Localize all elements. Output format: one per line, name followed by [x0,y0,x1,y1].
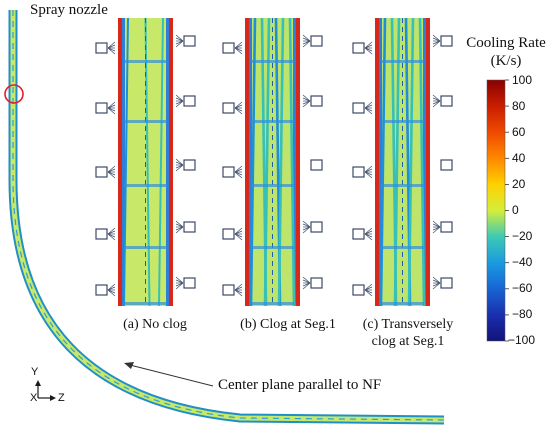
caption-panel-b: (b) Clog at Seg.1 [228,316,348,333]
center-plane-arrow [124,362,214,387]
center-plane-label: Center plane parallel to NF [218,377,382,393]
spray-nozzle-icon [95,165,116,179]
colorbar-tick-20: 20 [512,177,526,191]
spray-nozzle-icon [432,94,453,108]
spray-nozzle-icon [222,41,243,55]
spray-nozzle-icon [175,34,196,48]
colorbar-tick-100: 100 [512,73,533,87]
spray-nozzle-icon [222,101,243,115]
spray-nozzle-icon [432,276,453,290]
spray-nozzle-icon [352,227,373,241]
spray-nozzle-icon [95,101,116,115]
coordinate-axes [35,380,56,401]
spray-nozzle-icon [440,159,453,171]
colorbar-title-line1: Cooling Rate [466,35,546,51]
colorbar-title-line2: (K/s) [490,53,522,69]
spray-nozzle-icon [302,94,323,108]
caption-panel-c: (c) Transversely clog at Seg.1 [348,316,468,350]
spray-nozzle-icon [310,159,323,171]
spray-nozzle-icon [352,41,373,55]
zoom-marker-circle [4,84,24,104]
colorbar-bar [486,79,506,342]
colorbar-tick-minus40: −40 [512,255,533,269]
colorbar-tick-minus100: −100 [508,333,536,347]
caption-b-line1: (b) Clog at Seg.1 [240,317,336,332]
axis-y-label: Y [31,366,39,378]
spray-nozzle-icon [302,34,323,48]
caption-c-line2: clog at Seg.1 [371,334,445,349]
caption-panel-a: (a) No clog [100,316,210,333]
panel-strips [95,17,453,307]
colorbar-title: Cooling Rate (K/s) [462,34,550,70]
spray-nozzle-icon [432,220,453,234]
strand-panel-c [352,17,453,307]
spray-nozzle-icon [222,283,243,297]
colorbar-tick-marks [505,79,509,342]
spray-nozzle-icon [95,227,116,241]
colorbar-tick-40: 40 [512,151,526,165]
spray-nozzle-icon [175,158,196,172]
strand-panel-b [222,17,323,307]
spray-nozzle-icon [222,227,243,241]
spray-nozzle-icon [352,283,373,297]
spray-nozzle-icon [302,276,323,290]
spray-nozzle-icon [95,41,116,55]
spray-nozzle-icon [432,34,453,48]
caption-c-line1: (c) Transversely [362,317,454,332]
colorbar-tick-60: 60 [512,125,526,139]
spray-nozzle-icon [302,220,323,234]
colorbar-tick-minus20: −20 [512,229,533,243]
axis-z-label: Z [58,392,65,404]
colorbar-tick-minus60: −60 [512,281,533,295]
colorbar-tick-80: 80 [512,99,526,113]
spray-nozzle-icon [175,220,196,234]
spray-nozzle-icon [352,101,373,115]
spray-nozzle-icon [352,165,373,179]
spray-nozzle-icon [222,165,243,179]
curved-strand [8,10,445,425]
caption-a-line1: (a) No clog [123,317,187,332]
colorbar-tick-minus80: −80 [512,307,533,321]
strand-panel-a [95,17,196,307]
spray-nozzle-label: Spray nozzle [30,2,108,18]
spray-nozzle-icon [95,283,116,297]
axis-x-label: X [30,392,38,404]
colorbar-tick-0: 0 [512,203,519,217]
spray-nozzle-icon [175,94,196,108]
spray-nozzle-icon [175,276,196,290]
